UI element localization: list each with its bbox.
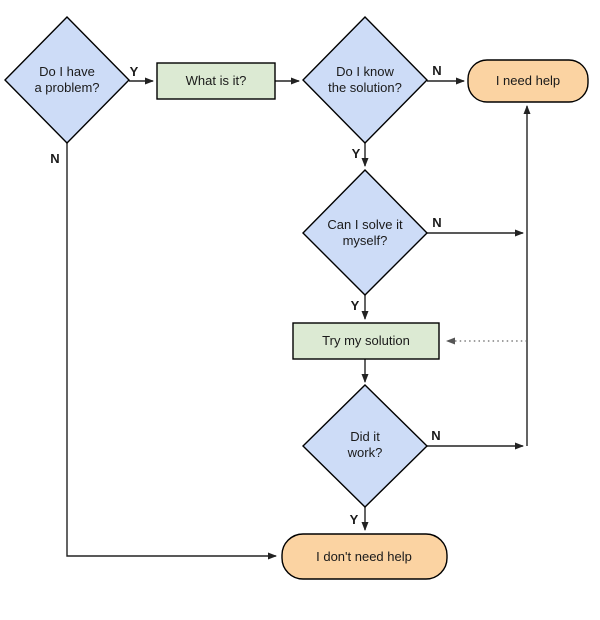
decision-can-i-solve-it-myself [302, 169, 428, 296]
process-try-my-solution [292, 322, 440, 360]
edge-label-work-yes: Y [350, 512, 359, 527]
decision-did-it-work [302, 384, 428, 508]
node-label: myself? [343, 233, 388, 248]
terminal-i-need-help [467, 59, 589, 103]
node-label: a problem? [34, 80, 99, 95]
edge-label-problem-no: N [50, 151, 59, 166]
node-label: I need help [496, 73, 560, 88]
edge-label-work-no: N [431, 428, 440, 443]
node-label: Do I know [336, 64, 394, 79]
node-label: Try my solution [322, 333, 410, 348]
edge-label-know-yes: Y [352, 146, 361, 161]
process-what-is-it [156, 62, 276, 100]
decision-do-i-know-the-solution [302, 16, 428, 144]
node-label: I don't need help [316, 549, 412, 564]
node-label: work? [347, 445, 383, 460]
terminal-i-dont-need-help [281, 533, 448, 580]
node-label: Can I solve it [327, 217, 403, 232]
edge-label-solve-no: N [432, 215, 441, 230]
edge-label-problem-yes: Y [130, 64, 139, 79]
node-label: Did it [350, 429, 380, 444]
edge-label-solve-yes: Y [351, 298, 360, 313]
node-label: What is it? [186, 73, 247, 88]
decision-do-i-have-a-problem [4, 16, 130, 144]
node-label: the solution? [328, 80, 402, 95]
edge-label-know-no: N [432, 63, 441, 78]
edge-problem-no [66, 143, 277, 560]
node-label: Do I have [39, 64, 95, 79]
